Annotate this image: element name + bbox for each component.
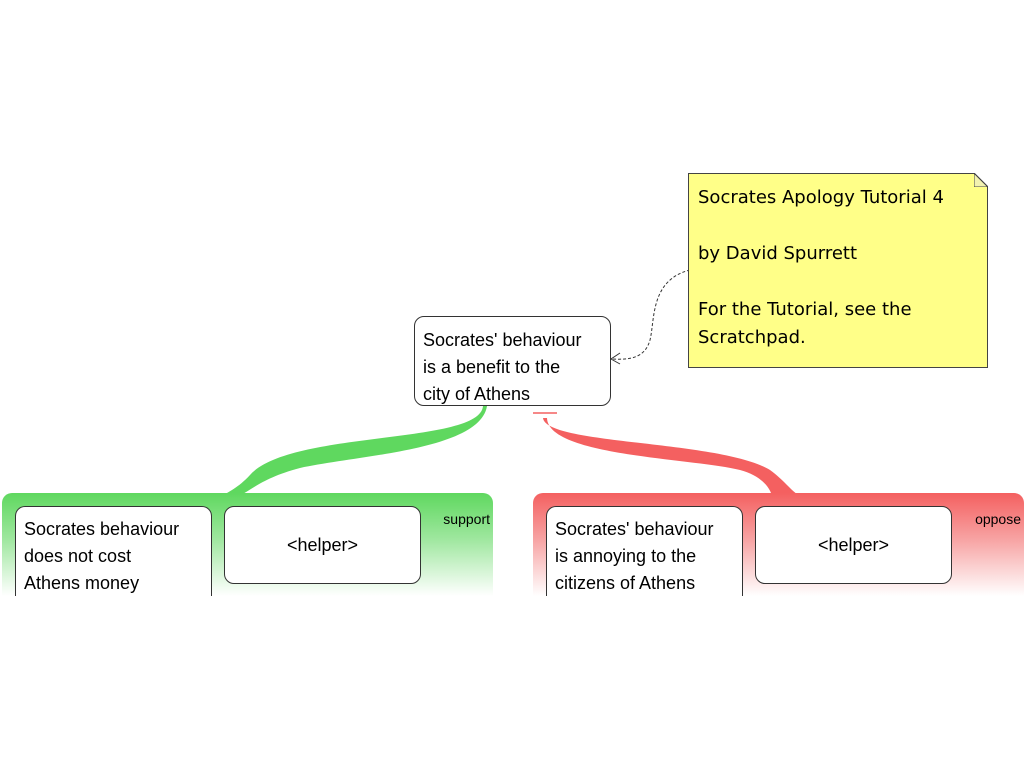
note-corner-fold-icon	[974, 173, 988, 187]
support-claim-line: does not cost	[24, 546, 132, 566]
note-line: For the Tutorial, see the	[698, 299, 912, 320]
note-link-arrowhead-icon	[610, 352, 621, 365]
note-line: Scratchpad.	[698, 327, 806, 348]
note-line: by David Spurrett	[698, 243, 858, 264]
support-claim-node[interactable]: Socrates behaviour does not cost Athens …	[15, 506, 212, 596]
oppose-claim-node[interactable]: Socrates' behaviour is annoying to the c…	[546, 506, 743, 596]
oppose-claim-line: Socrates' behaviour	[555, 519, 714, 539]
support-helper-node[interactable]: <helper>	[224, 506, 421, 584]
oppose-claim-line: is annoying to the	[555, 546, 697, 566]
support-connector	[222, 406, 487, 500]
note-line	[698, 268, 978, 296]
note-line	[698, 212, 978, 240]
oppose-claim-line: citizens of Athens	[555, 573, 696, 593]
oppose-label: oppose	[975, 511, 1021, 527]
main-claim-line: Socrates' behaviour	[423, 330, 582, 350]
support-helper-label: <helper>	[286, 534, 359, 555]
note-link	[611, 269, 691, 360]
oppose-helper-label: <helper>	[817, 534, 890, 555]
main-claim-node[interactable]: Socrates' behaviour is a benefit to the …	[414, 316, 611, 406]
main-claim-line: city of Athens	[423, 384, 531, 404]
main-claim-line: is a benefit to the	[423, 357, 561, 377]
support-label: support	[443, 511, 490, 527]
sticky-note[interactable]: Socrates Apology Tutorial 4 by David Spu…	[688, 173, 988, 368]
oppose-connector	[543, 418, 800, 496]
support-claim-line: Athens money	[24, 573, 140, 593]
support-claim-line: Socrates behaviour	[24, 519, 180, 539]
note-line: Socrates Apology Tutorial 4	[698, 187, 944, 208]
oppose-helper-node[interactable]: <helper>	[755, 506, 952, 584]
